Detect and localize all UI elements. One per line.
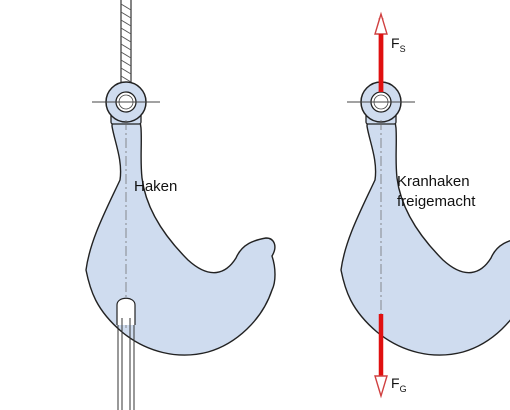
cable (120, 0, 132, 86)
right-hook-label-line1: Kranhaken (397, 173, 470, 190)
arrow-down-icon (374, 375, 388, 399)
arrow-up-icon (374, 11, 388, 35)
right-hook-group: Kranhaken freigemacht FS FG (340, 11, 510, 399)
right-hook-body (340, 109, 510, 356)
force-arrow-fg (374, 314, 388, 399)
right-hook-label-line2: freigemacht (397, 193, 476, 210)
left-hook-label: Haken (134, 178, 177, 195)
load-rod (116, 297, 136, 410)
force-label-fs: FS (391, 35, 406, 54)
force-arrow-fs (374, 11, 388, 92)
force-label-fg: FG (391, 375, 407, 394)
left-hook-group: Haken (85, 0, 276, 410)
left-hook-body (85, 109, 276, 356)
